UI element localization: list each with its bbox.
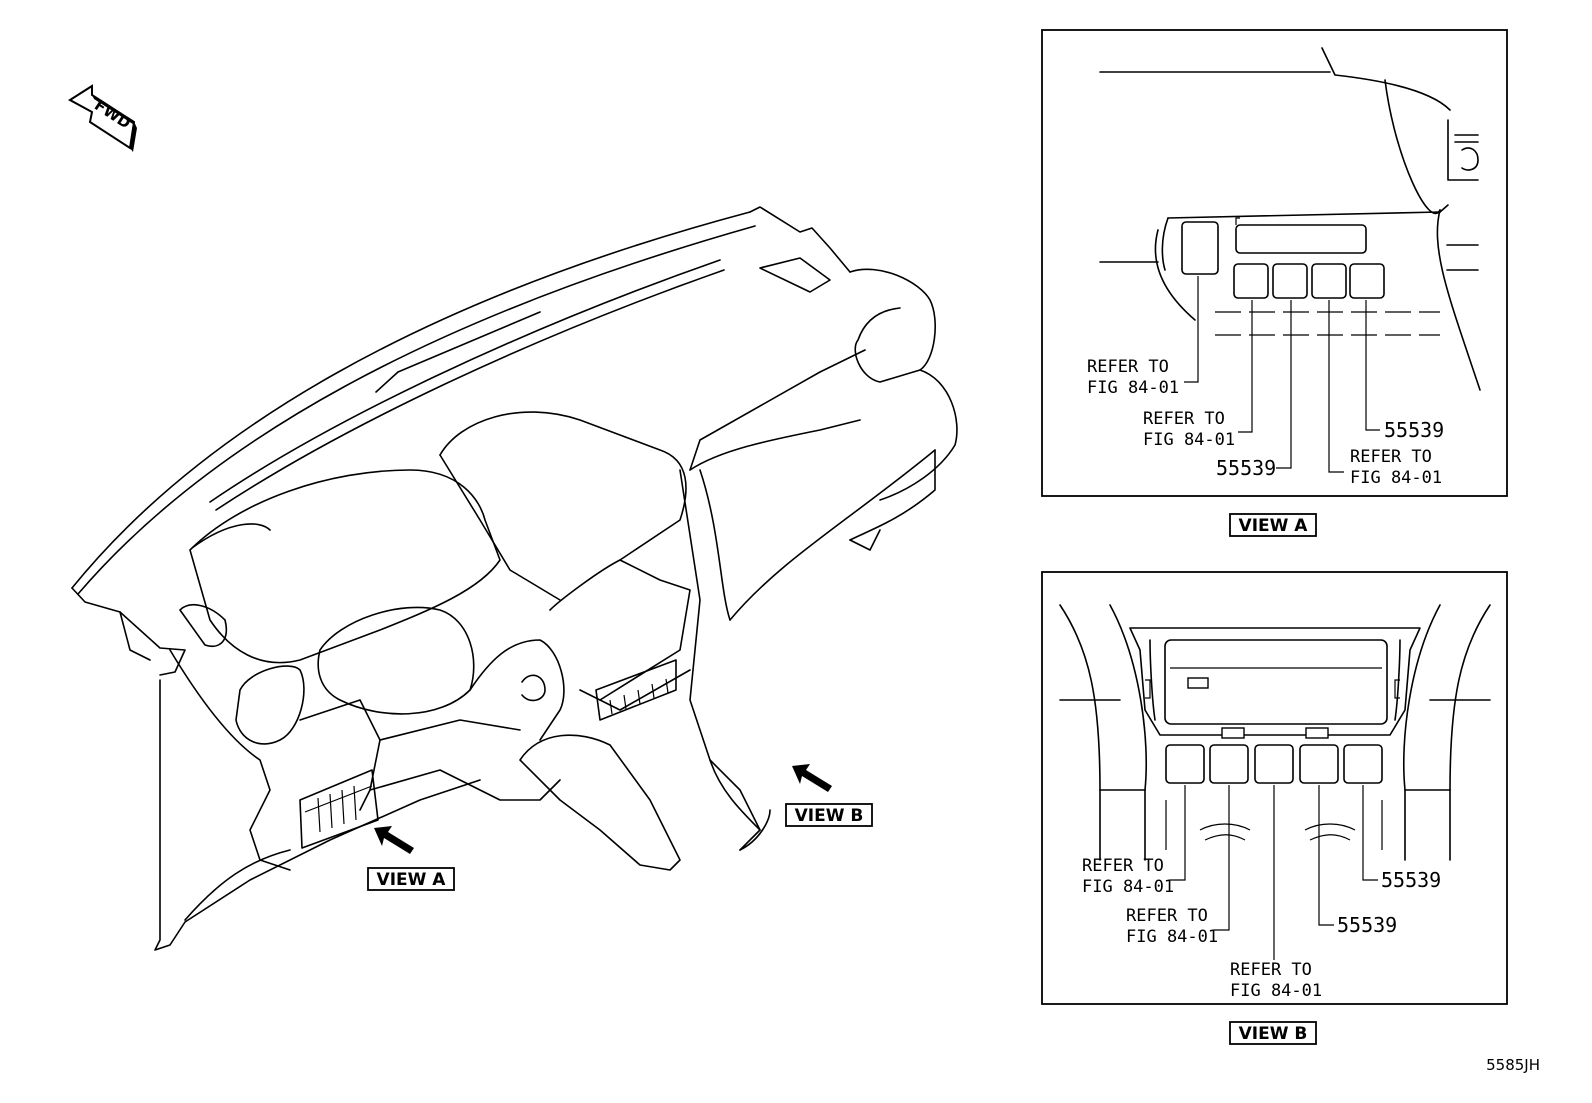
view-b-tag-label: VIEW B [795, 806, 864, 826]
view-a-callout-1-line2: FIG 84-01 [1087, 378, 1179, 398]
view-b-detail: REFER TO FIG 84-01 REFER TO FIG 84-01 RE… [1041, 571, 1508, 1005]
view-a-callout-2-line1: REFER TO [1143, 409, 1225, 429]
view-a-callout-1-line1: REFER TO [1087, 357, 1169, 377]
view-b-callout-1-line1: REFER TO [1082, 856, 1164, 876]
view-b-callout-3-line2: FIG 84-01 [1230, 981, 1322, 1001]
view-b-tag [785, 803, 873, 827]
view-a-callout-3: 55539 [1216, 456, 1276, 480]
view-a-callout-2-line2: FIG 84-01 [1143, 430, 1235, 450]
view-b-arrow-icon [792, 764, 832, 792]
view-a-callout-4-line1: REFER TO [1350, 447, 1432, 467]
view-a-caption-box [1229, 513, 1317, 537]
view-b-callout-1-line2: FIG 84-01 [1082, 877, 1174, 897]
view-a-callout-4-line2: FIG 84-01 [1350, 468, 1442, 488]
view-a-callout-5: 55539 [1384, 418, 1444, 442]
view-b-callout-4: 55539 [1337, 913, 1397, 937]
view-a-tag [367, 867, 455, 891]
view-a-tag-label: VIEW A [377, 870, 447, 890]
drawing-code: 5585JH [1486, 1056, 1540, 1074]
view-a-detail: REFER TO FIG 84-01 REFER TO FIG 84-01 55… [1041, 29, 1508, 497]
view-b-callout-2-line1: REFER TO [1126, 906, 1208, 926]
view-a-arrow-icon [374, 826, 414, 854]
view-b-callout-3-line1: REFER TO [1230, 960, 1312, 980]
instrument-panel-illustration [71, 206, 958, 951]
view-b-caption: VIEW B [1239, 1024, 1308, 1044]
view-a-caption: VIEW A [1239, 516, 1309, 536]
view-b-callout-2-line2: FIG 84-01 [1126, 927, 1218, 947]
view-b-caption-box [1229, 1021, 1317, 1045]
view-b-callout-5: 55539 [1381, 868, 1441, 892]
fwd-arrow-icon: FWD [68, 84, 137, 152]
view-a-frame [1041, 29, 1508, 497]
